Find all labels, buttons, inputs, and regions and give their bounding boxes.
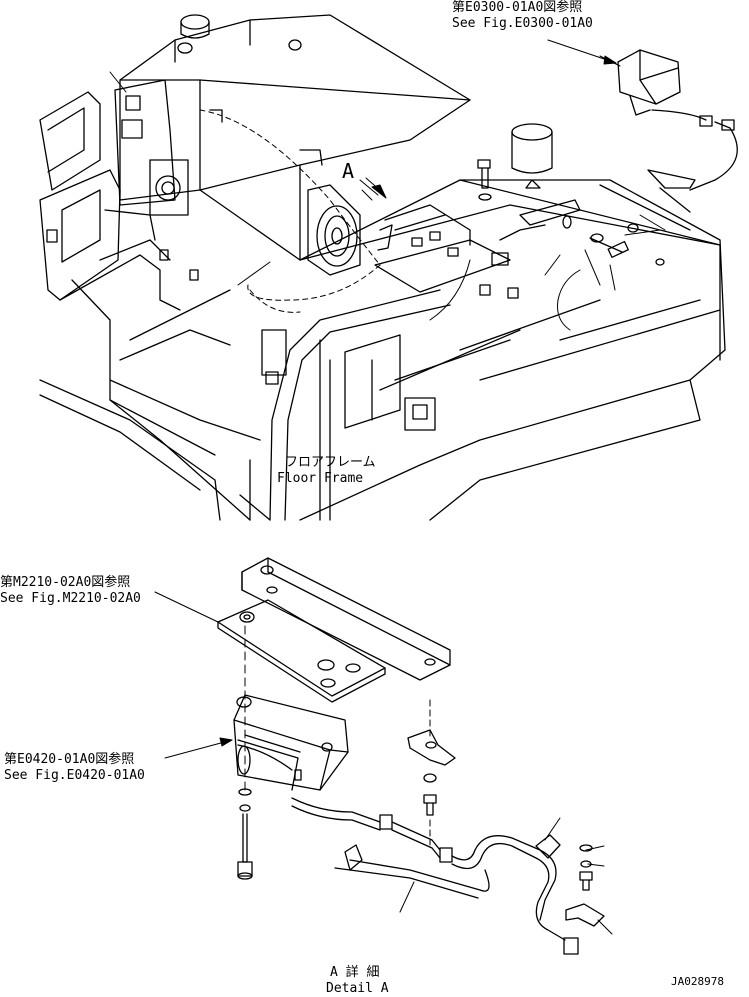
callout-floor-frame-ja: フロアフレーム	[285, 455, 376, 470]
upper-leader-lines	[109, 55, 666, 331]
view-marker-a: A	[342, 159, 355, 183]
caption-detail-a-en: Detail A	[326, 981, 389, 996]
callout-floor-frame-en: Floor Frame	[277, 471, 364, 486]
fig-e0300-arrowhead	[603, 55, 617, 65]
mounting-bar	[241, 557, 451, 681]
callout-fig-m2210-en: See Fig.M2210-02A0	[0, 591, 141, 606]
callout-fig-e0300-ja: 第E0300-01A0図参照	[452, 0, 583, 15]
detail-leader-lines	[154, 591, 613, 935]
caption-detail-a-ja: A 詳 細	[330, 965, 380, 980]
callout-fig-e0420-ja: 第E0420-01A0図参照	[4, 752, 135, 767]
view-a-arrow	[359, 177, 387, 201]
drawing-number: JA028978	[671, 975, 724, 988]
clamp-bracket-right	[407, 699, 456, 846]
mounting-plate	[217, 599, 386, 703]
upper-assembly-view	[39, 14, 738, 521]
switch-bracket-assembly	[374, 199, 581, 299]
detail-lamp-unit	[233, 694, 349, 791]
upper-harness	[199, 109, 381, 313]
callout-fig-m2210-ja: 第M2210-02A0図参照	[0, 575, 131, 590]
detail-a-view	[154, 557, 613, 955]
callout-fig-e0420-en: See Fig.E0420-01A0	[4, 768, 145, 783]
blower-housing	[307, 184, 361, 276]
work-lamp	[617, 49, 738, 213]
cab-box	[114, 14, 471, 261]
right-console	[299, 123, 726, 521]
callout-fig-e0300-en: See Fig.E0300-01A0	[452, 16, 593, 31]
cab-pillar	[239, 289, 521, 521]
long-bolt	[237, 625, 253, 880]
fig-e0420-arrowhead	[219, 737, 233, 747]
left-frame	[39, 91, 261, 521]
upper-bolt-stack	[477, 159, 629, 258]
